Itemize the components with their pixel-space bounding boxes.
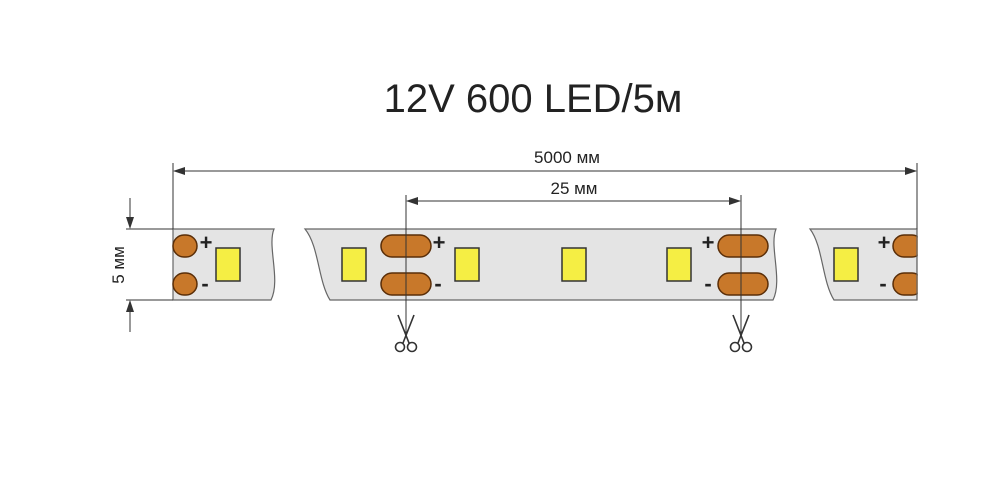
dimension-width: 5 мм [109,198,173,332]
polarity-plus-label: + [702,230,715,255]
scissors-icon [729,314,753,353]
solder-pad [172,272,198,296]
led-chip [666,247,692,282]
led-chip [454,247,480,282]
segment-length-label: 25 мм [550,179,597,198]
total-length-label: 5000 мм [534,148,600,167]
dimension-total-length: 5000 мм [172,148,918,229]
polarity-plus-label: + [200,230,213,255]
led-chip [341,247,367,282]
solder-pad [172,234,198,258]
polarity-minus-label: - [434,271,441,296]
strip-segment-right [808,228,918,301]
led-chip [561,247,587,282]
polarity-minus-label: - [201,271,208,296]
dimension-segment-length: 25 мм [405,179,742,335]
solder-pad [717,234,769,258]
polarity-minus-label: - [879,271,886,296]
width-label: 5 мм [109,246,128,284]
scissors-icon [394,314,418,353]
solder-pad [717,272,769,296]
polarity-plus-label: + [433,230,446,255]
led-chip [833,247,859,282]
polarity-plus-label: + [878,230,891,255]
polarity-minus-label: - [704,271,711,296]
led-chip [215,247,241,282]
diagram-title: 12V 600 LED/5м [384,77,683,121]
